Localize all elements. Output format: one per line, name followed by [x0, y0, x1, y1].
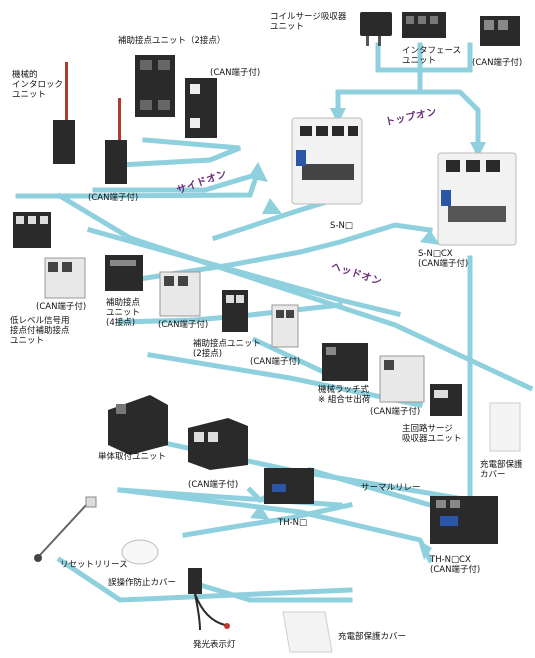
- th-n-cx-label: TH-N□CX (CAN端子付): [430, 555, 481, 575]
- charge-cover-right-device: [489, 402, 521, 452]
- mechanical-latch-device: [322, 343, 368, 381]
- separate-mount-label: 単体取付ユニット: [98, 452, 167, 462]
- aux-contact-4-device: [105, 255, 143, 291]
- mechanical-latch-label: 機械ラッチ式 ※ 組合せ出荷: [318, 385, 371, 405]
- main-circuit-surge-label: 主回路サージ 吸収器ユニット: [402, 424, 462, 444]
- charge-cover-bottom-label: 充電部保護カバー: [338, 632, 407, 642]
- sn-cx-label: S-N□CX (CAN端子付): [418, 249, 469, 269]
- misoperation-cover-device: [121, 539, 159, 565]
- separate-mount-can-device: [188, 418, 248, 470]
- can-terminal-mount-label: (CAN端子付): [188, 480, 239, 490]
- mechanical-interlock-label: 機械的 インタロック ユニット: [12, 70, 64, 100]
- th-n-label: TH-N□: [278, 518, 308, 528]
- arrow-heads: [248, 108, 486, 560]
- aux-contact-2b-can-device: [271, 304, 299, 348]
- low-level-aux-label: 低レベル信号用 接点付補助接点 ユニット: [10, 316, 70, 346]
- charge-cover-right-label: 充電部保護 カバー: [480, 460, 523, 480]
- aux-contact-2-can-device: [185, 78, 217, 138]
- aux-contact-low-level-can-device: [44, 257, 86, 299]
- contactor-sn-device: [291, 117, 363, 205]
- thermal-relay-th-n-device: [264, 468, 314, 504]
- aux-contact-4-can-device: [159, 271, 201, 317]
- can-terminal-aux2-label: (CAN端子付): [210, 68, 261, 78]
- can-terminal-interlock-label: (CAN端子付): [88, 193, 139, 203]
- aux-contact-2b-device: [222, 290, 248, 332]
- misoperation-cover-label: 誤操作防止カバー: [108, 578, 177, 588]
- coil-surge-absorber-device: [360, 12, 392, 46]
- indicator-lamp-label: 発光表示灯: [193, 640, 236, 650]
- indicator-lamp-device: [188, 568, 230, 631]
- aux-contact-4-label: 補助接点 ユニット (4接点): [106, 298, 141, 328]
- reset-release-label: リセットリリース: [60, 560, 128, 570]
- can-terminal-aux2b-label: (CAN端子付): [250, 357, 301, 367]
- charge-cover-bottom-device: [282, 611, 333, 653]
- interface-unit-label: インタフェース ユニット: [402, 46, 462, 66]
- interface-unit-device: [402, 12, 446, 38]
- thermal-relay-label: サーマルリレー: [361, 483, 421, 493]
- separate-mount-device: [108, 395, 168, 455]
- mechanical-latch-can-device: [379, 355, 425, 403]
- thermal-relay-th-n-cx-device: [430, 496, 498, 544]
- sn-label: S-N□: [330, 221, 353, 231]
- mechanical-interlock-device: [53, 62, 127, 184]
- can-terminal-latch-label: (CAN端子付): [370, 407, 421, 417]
- aux-contact-2-device: [135, 55, 175, 117]
- interface-unit-can-device: [480, 16, 520, 46]
- can-terminal-low-label: (CAN端子付): [36, 302, 87, 312]
- contactor-sn-cx-device: [437, 152, 517, 246]
- aux-contact-low-level-device: [13, 212, 51, 248]
- aux-contact-2-label: 補助接点ユニット（2接点）: [118, 36, 226, 46]
- can-terminal-top-label: (CAN端子付): [472, 58, 523, 68]
- main-circuit-surge-device: [430, 384, 462, 416]
- coil-surge-label: コイルサージ吸収器 ユニット: [270, 12, 347, 32]
- can-terminal-aux4-label: (CAN端子付): [158, 320, 209, 330]
- reset-release-device: [34, 496, 97, 562]
- aux-contact-2b-label: 補助接点ユニット (2接点): [193, 339, 262, 359]
